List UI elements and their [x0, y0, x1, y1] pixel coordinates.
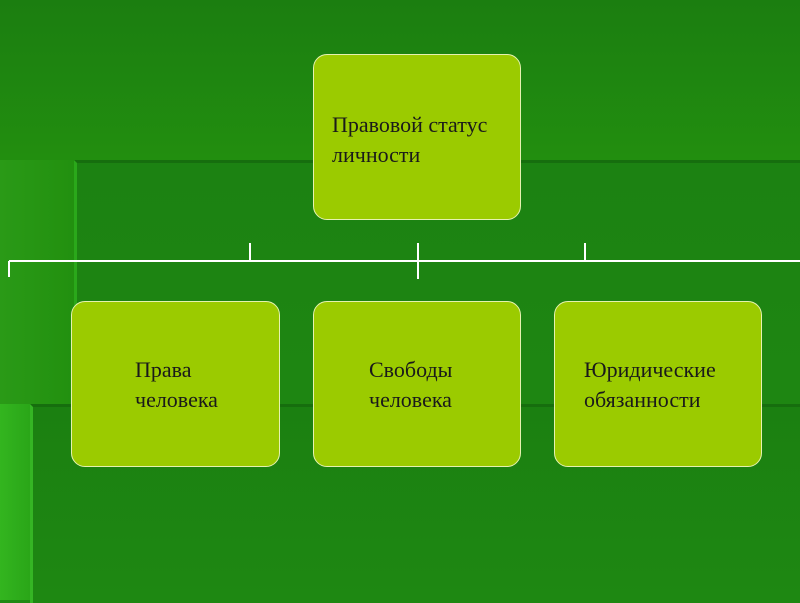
child-node-label: Права человека	[135, 357, 218, 412]
child-node-label: Свободы человека	[369, 357, 453, 412]
child-node-human-freedoms: Свободы человека	[313, 301, 521, 467]
child-node-label: Юридические обязанности	[584, 357, 716, 412]
background-strip-lower	[0, 404, 30, 600]
child-node-legal-duties: Юридические обязанности	[554, 301, 762, 467]
root-node-label: Правовой статус личности	[332, 112, 488, 167]
background-strip-upper	[0, 160, 74, 404]
child-node-human-rights: Права человека	[71, 301, 280, 467]
root-node-legal-status: Правовой статус личности	[313, 54, 521, 220]
